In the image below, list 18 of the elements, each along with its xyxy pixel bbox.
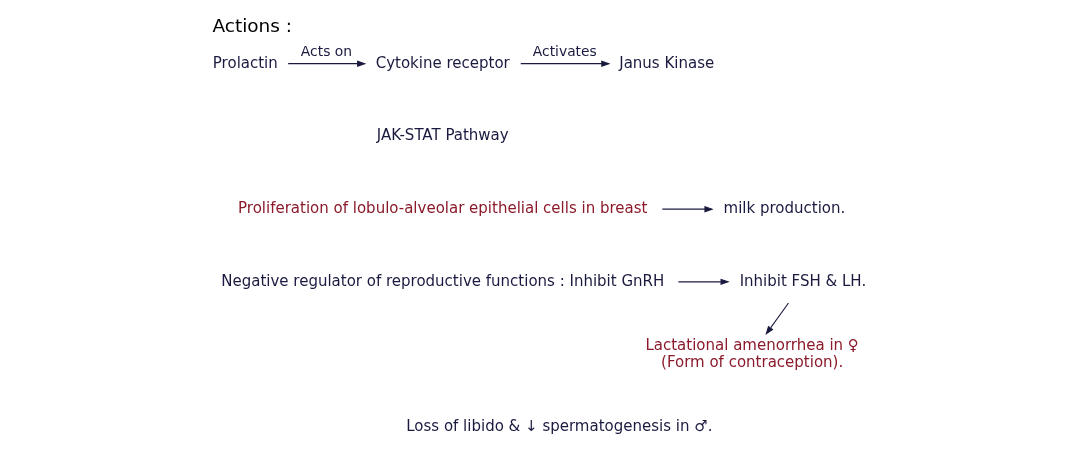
edge-label: Activates: [532, 43, 597, 60]
arrow: [520, 60, 611, 67]
node-text: Proliferation of lobulo-alveolar epithelial cells in breast: [238, 199, 648, 218]
node-text: Cytokine receptor: [375, 53, 510, 72]
node-text: Lactational amenorrhea in ♀ (Form of contraception).: [645, 336, 859, 371]
node-text: milk production.: [723, 199, 846, 218]
edge-label: Acts on: [300, 43, 352, 60]
arrow: [677, 278, 730, 286]
label: JAK-STAT Pathway: [376, 126, 509, 145]
node-text: Negative regulator of reproductive functions : Inhibit GnRH: [221, 271, 665, 290]
diagram-title: Actions :: [212, 15, 293, 37]
arrow: [765, 302, 790, 336]
arrow: [287, 60, 367, 67]
node-text: Prolactin: [212, 53, 278, 72]
label: Loss of libido & ↓ spermatogenesis in ♂.: [406, 417, 713, 436]
arrow: [661, 205, 714, 213]
node-text: Inhibit FSH & LH.: [739, 271, 867, 290]
node-text: Janus Kinase: [619, 53, 715, 72]
